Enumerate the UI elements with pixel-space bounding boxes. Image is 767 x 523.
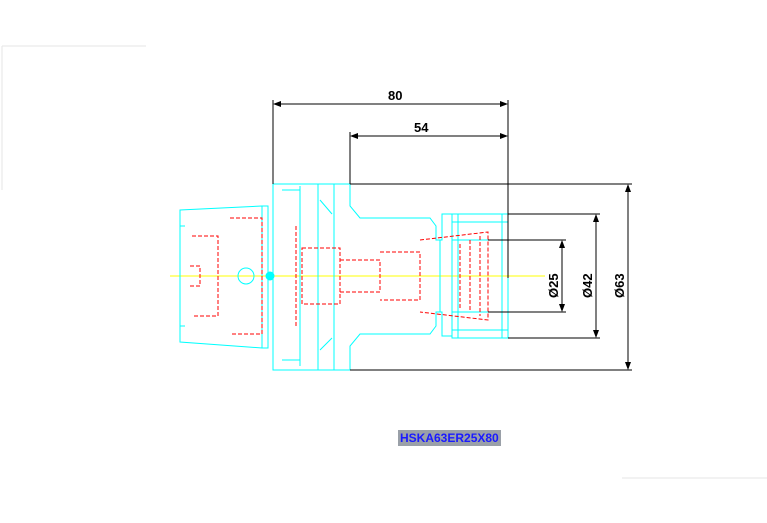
hidden-lines [190,217,489,335]
dim-length-overall: 80 [388,88,402,103]
dim-length-nose: 54 [414,120,429,135]
frame-lines [1,45,767,479]
flange-body [265,183,453,371]
dim-diameter-collet: Ø25 [546,273,561,298]
model-label: HSKA63ER25X80 [398,430,501,446]
dimension-lines [272,100,632,371]
taper-shank [179,205,269,349]
dimension-arrows [273,101,631,370]
dim-diameter-nut: Ø42 [580,273,595,298]
dim-diameter-flange: Ø63 [612,273,627,298]
